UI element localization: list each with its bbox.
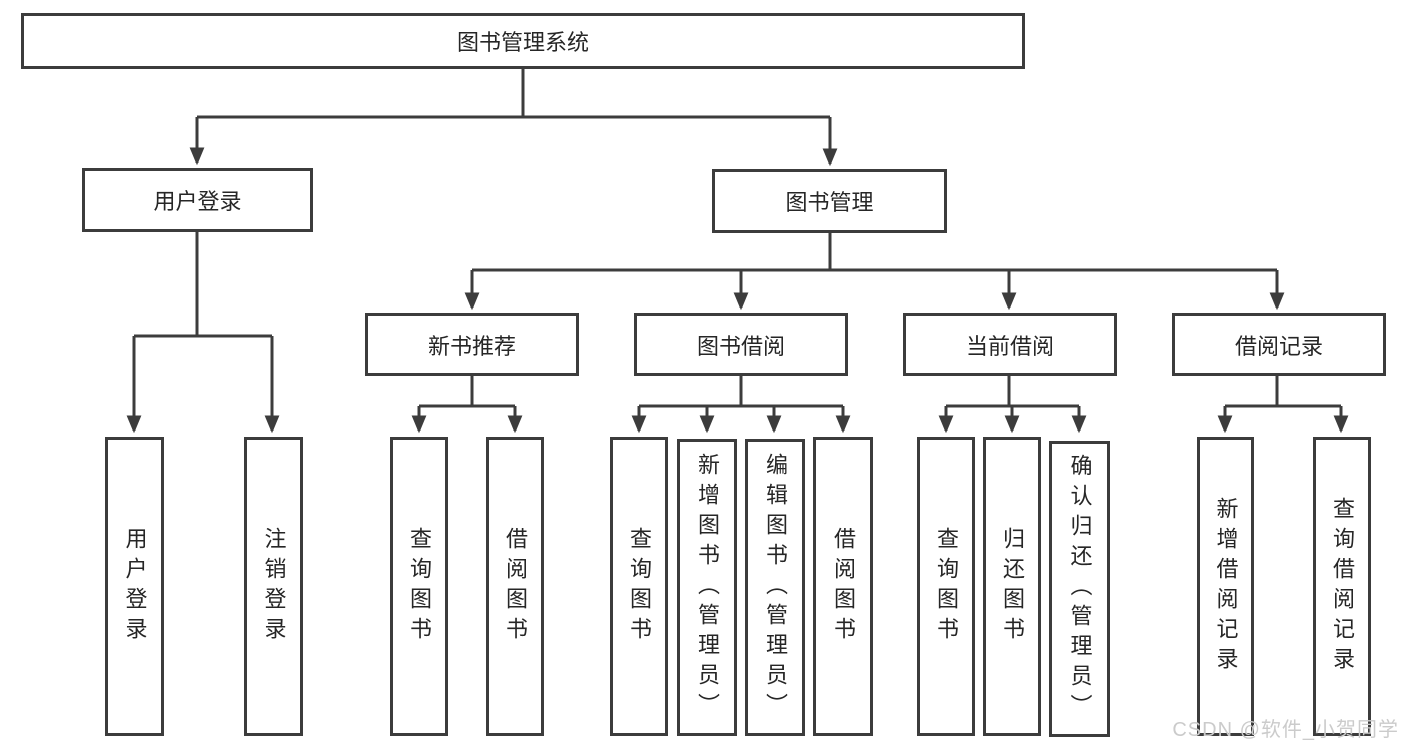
node-borrowing-records: 借阅记录 <box>1172 313 1386 376</box>
node-label: 图书管理 <box>785 190 874 215</box>
node-current-borrowing: 当前借阅 <box>903 313 1117 376</box>
node-label: 编辑图书（管理员） <box>763 452 788 723</box>
leaf-query-borrow-record: 查询借阅记录 <box>1313 437 1371 736</box>
node-label: 新增图书（管理员） <box>695 452 720 723</box>
leaf-query-books-3: 查询图书 <box>917 437 975 736</box>
csdn-watermark: CSDN @软件_小贺同学 <box>1172 719 1399 741</box>
node-label: 查询图书 <box>407 526 432 647</box>
node-book-borrowing: 图书借阅 <box>634 313 848 376</box>
node-label: 用户登录 <box>122 526 148 647</box>
leaf-logout: 注销登录 <box>244 437 303 736</box>
node-label: 新书推荐 <box>427 333 516 359</box>
node-label: 确认归还（管理员） <box>1067 454 1093 724</box>
node-label: 当前借阅 <box>965 333 1054 359</box>
leaf-borrow-books-1: 借阅图书 <box>486 437 544 736</box>
leaf-borrow-books-2: 借阅图书 <box>813 437 873 736</box>
node-label: 借阅图书 <box>503 526 528 647</box>
node-label: 借阅记录 <box>1234 333 1323 359</box>
node-label: 查询图书 <box>627 526 652 647</box>
leaf-add-borrow-record: 新增借阅记录 <box>1197 437 1254 736</box>
node-label: 查询借阅记录 <box>1330 496 1355 677</box>
leaf-edit-books-admin: 编辑图书（管理员） <box>745 439 805 736</box>
node-label: 注销登录 <box>261 526 287 647</box>
leaf-add-books-admin: 新增图书（管理员） <box>677 439 737 736</box>
leaf-query-books-1: 查询图书 <box>390 437 448 736</box>
node-label: 用户登录 <box>153 189 242 214</box>
node-label: 借阅图书 <box>831 526 856 647</box>
leaf-return-books: 归还图书 <box>983 437 1041 736</box>
node-label: 图书借阅 <box>696 333 785 359</box>
node-label: 归还图书 <box>1000 526 1025 647</box>
node-label: 查询图书 <box>934 526 959 647</box>
leaf-user-login: 用户登录 <box>105 437 164 736</box>
node-book-management-module: 图书管理 <box>712 169 947 233</box>
node-label: 新增借阅记录 <box>1213 496 1239 677</box>
leaf-query-books-2: 查询图书 <box>610 437 668 736</box>
leaf-confirm-return-admin: 确认归还（管理员） <box>1049 441 1110 737</box>
node-user-login-module: 用户登录 <box>82 168 313 232</box>
node-new-book-recommendation: 新书推荐 <box>365 313 579 376</box>
node-root-library-management-system: 图书管理系统 <box>21 13 1025 69</box>
node-label: 图书管理系统 <box>456 30 589 55</box>
